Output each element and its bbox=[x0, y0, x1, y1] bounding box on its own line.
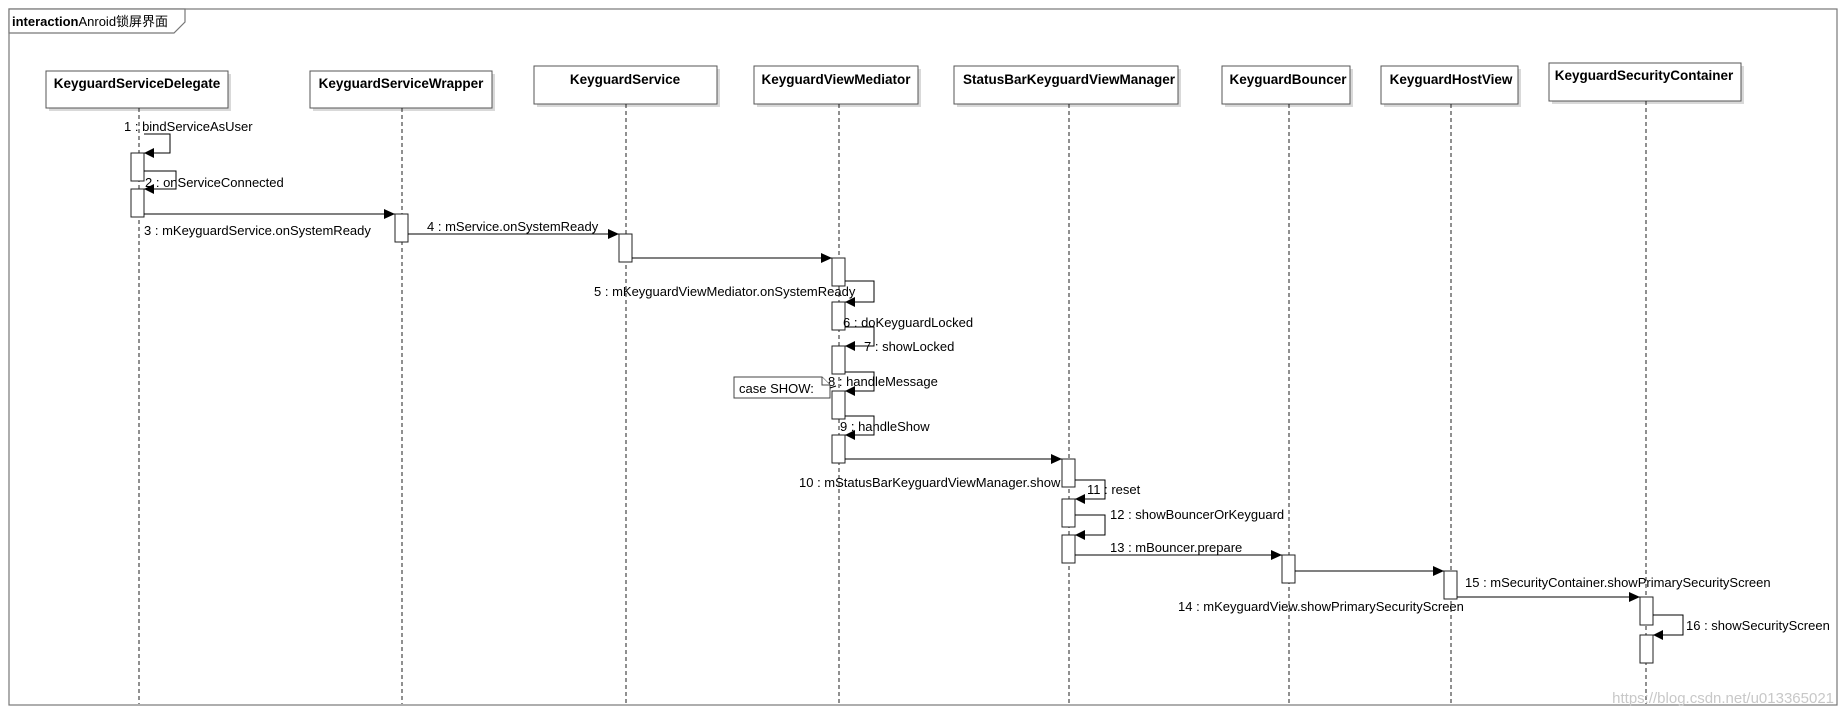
note-text: case SHOW: bbox=[739, 381, 814, 396]
message-13: 13 : mBouncer.prepare bbox=[1075, 540, 1282, 560]
message-10: 10 : mStatusBarKeyguardViewManager.show bbox=[799, 454, 1062, 490]
frame-name: Anroid锁屏界面 bbox=[78, 14, 168, 29]
activation-bar bbox=[1061, 458, 1076, 488]
activation-bar bbox=[1443, 570, 1458, 600]
participant-name: StatusBarKeyguardViewManager bbox=[963, 72, 1176, 87]
message-label: 14 : mKeyguardView.showPrimarySecuritySc… bbox=[1178, 599, 1464, 614]
participant-name: KeyguardViewMediator bbox=[761, 72, 911, 87]
message-8: 8 : handleMessage bbox=[828, 371, 938, 396]
message-label: 1 : bindServiceAsUser bbox=[124, 119, 253, 134]
note-case-show: case SHOW: bbox=[733, 376, 837, 399]
message-4: 4 : mService.onSystemReady bbox=[408, 219, 619, 239]
message-label: 16 : showSecurityScreen bbox=[1686, 618, 1830, 633]
message-1: 1 : bindServiceAsUser bbox=[124, 119, 253, 158]
message-label: 13 : mBouncer.prepare bbox=[1110, 540, 1242, 555]
message-11: 11 : reset bbox=[1075, 479, 1141, 504]
participant-name: KeyguardService bbox=[570, 72, 681, 87]
message-label: 15 : mSecurityContainer.showPrimarySecur… bbox=[1465, 575, 1771, 590]
message-9: 9 : handleShow bbox=[840, 415, 930, 440]
activation-bar bbox=[831, 301, 846, 331]
frame-title: interactionAnroid锁屏界面 bbox=[12, 14, 168, 29]
activation-bar bbox=[831, 434, 846, 464]
message-label: 10 : mStatusBarKeyguardViewManager.show bbox=[799, 475, 1061, 490]
activation-bar bbox=[831, 257, 846, 287]
activation-bar bbox=[1061, 534, 1076, 564]
message-label: 5 : mKeyguardViewMediator.onSystemReady bbox=[594, 284, 856, 299]
message-label: 7 : showLocked bbox=[864, 339, 954, 354]
participant-keyguard-host-view: KeyguardHostView bbox=[1380, 65, 1521, 107]
participant-status-bar-keyguard-view-manager: StatusBarKeyguardViewManager bbox=[953, 65, 1181, 107]
message-5: 5 : mKeyguardViewMediator.onSystemReady bbox=[594, 253, 856, 299]
message-14: 14 : mKeyguardView.showPrimarySecuritySc… bbox=[1178, 566, 1464, 614]
participant-name: KeyguardSecurityContainer bbox=[1555, 68, 1734, 83]
message-16: 16 : showSecurityScreen bbox=[1653, 614, 1830, 640]
activation-bar bbox=[1639, 634, 1654, 664]
activation-bar bbox=[394, 213, 409, 243]
activation-bar bbox=[1281, 554, 1296, 584]
message-3: 3 : mKeyguardService.onSystemReady bbox=[144, 209, 395, 238]
activation-bar bbox=[1639, 596, 1654, 626]
message-label: 3 : mKeyguardService.onSystemReady bbox=[144, 223, 371, 238]
message-12: 12 : showBouncerOrKeyguard bbox=[1075, 507, 1284, 540]
participant-keyguard-service: KeyguardService bbox=[533, 65, 720, 107]
watermark: https://blog.csdn.net/u013365021 bbox=[1612, 690, 1834, 707]
participant-name: KeyguardHostView bbox=[1390, 72, 1513, 87]
activation-bar bbox=[618, 233, 633, 263]
participant-keyguard-service-delegate: KeyguardServiceDelegate bbox=[45, 70, 231, 111]
message-2: 2 : onServiceConnected bbox=[144, 170, 284, 194]
activation-bar bbox=[831, 390, 846, 420]
participant-keyguard-bouncer: KeyguardBouncer bbox=[1221, 65, 1353, 107]
message-7: 7 : showLocked bbox=[845, 326, 954, 354]
participant-keyguard-security-container: KeyguardSecurityContainer bbox=[1548, 62, 1744, 104]
message-label: 6 : doKeyguardLocked bbox=[843, 315, 973, 330]
activation-bar bbox=[831, 345, 846, 375]
message-label: 11 : reset bbox=[1087, 482, 1141, 497]
participant-name: KeyguardServiceWrapper bbox=[319, 76, 485, 91]
frame-tab bbox=[8, 8, 186, 34]
interaction-frame bbox=[8, 8, 1838, 706]
activation-bar bbox=[1061, 498, 1076, 528]
participant-name: KeyguardServiceDelegate bbox=[54, 76, 221, 91]
message-15: 15 : mSecurityContainer.showPrimarySecur… bbox=[1457, 575, 1771, 602]
activation-bar bbox=[130, 152, 145, 182]
message-label: 9 : handleShow bbox=[840, 419, 930, 434]
frame-kind: interaction bbox=[12, 14, 79, 29]
message-label: 4 : mService.onSystemReady bbox=[427, 219, 599, 234]
participant-keyguard-view-mediator: KeyguardViewMediator bbox=[753, 65, 921, 107]
message-label: 12 : showBouncerOrKeyguard bbox=[1110, 507, 1284, 522]
participant-name: KeyguardBouncer bbox=[1229, 72, 1347, 87]
message-label: 8 : handleMessage bbox=[828, 374, 938, 389]
participant-keyguard-service-wrapper: KeyguardServiceWrapper bbox=[309, 70, 495, 111]
message-label: 2 : onServiceConnected bbox=[145, 175, 284, 190]
activation-bar bbox=[130, 188, 145, 218]
message-6: 6 : doKeyguardLocked bbox=[843, 280, 973, 330]
